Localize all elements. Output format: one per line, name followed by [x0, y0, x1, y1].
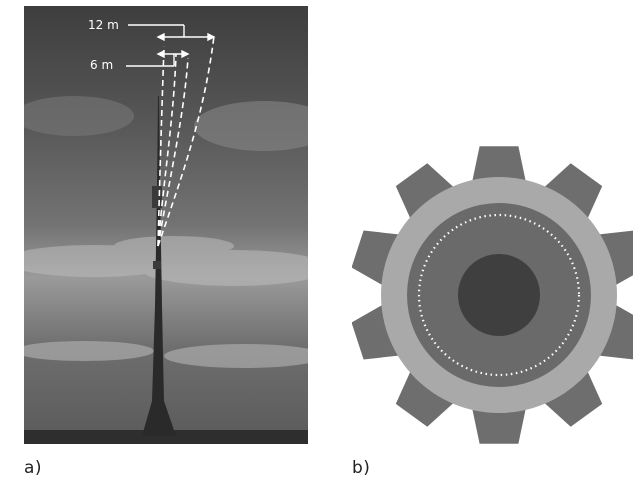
ground-skyline: [24, 430, 308, 444]
tower: [142, 96, 176, 436]
caption-a: a): [24, 458, 43, 478]
gear-tooth: [538, 163, 603, 226]
label-12m: 12 m: [88, 18, 119, 32]
gear-tooth: [395, 364, 460, 427]
core-circle: [458, 254, 540, 336]
sway-curves: [157, 35, 215, 247]
gear-diagram: [352, 146, 633, 444]
cloud-bands: [24, 96, 308, 368]
label-6m: 6 m: [90, 58, 113, 72]
caption-b: b): [352, 458, 371, 478]
gear-tooth: [538, 364, 603, 427]
gear-tooth: [395, 163, 460, 226]
tower-photo: 12 m 6 m: [24, 6, 308, 444]
dotted-circle: [417, 213, 581, 377]
dimension-lines: [126, 24, 216, 67]
